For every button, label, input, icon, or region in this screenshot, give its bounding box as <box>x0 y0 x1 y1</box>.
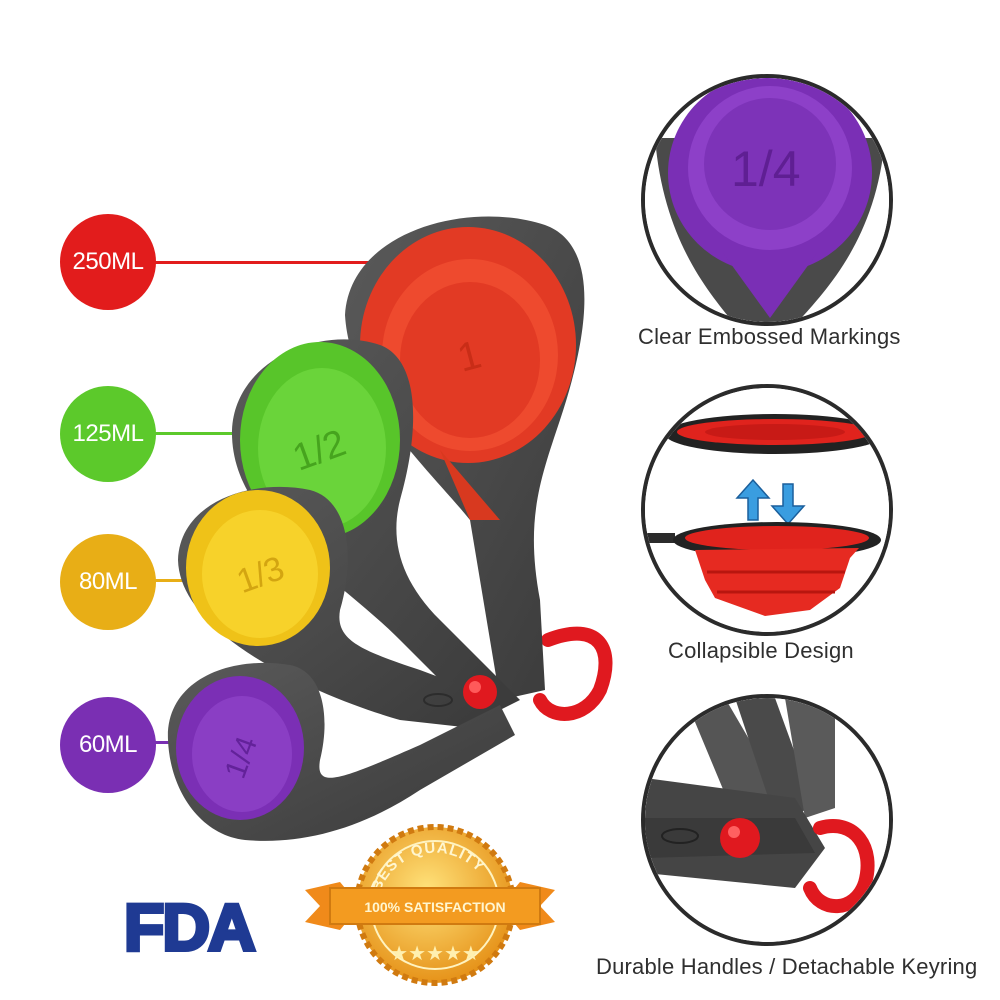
leader-line-250ml <box>150 261 412 264</box>
svg-text:FDA: FDA <box>124 890 254 960</box>
closeup-embossed-marking: 1/4 <box>641 74 893 326</box>
size-badge-250ml: 250ML <box>60 214 156 310</box>
size-badge-label: 125ML <box>72 420 144 447</box>
size-badge-label: 80ML <box>78 568 138 595</box>
feature-caption-collapsible: Collapsible Design <box>668 638 854 663</box>
svg-text:FDA: FDA <box>124 890 254 960</box>
keyring <box>533 626 613 721</box>
keyring-rivet <box>720 818 760 858</box>
size-badge-label: 250ML <box>72 248 144 275</box>
feature-caption-durable: Durable Handles / Detachable Keyring <box>596 954 978 979</box>
cup-80ml: 1/3 <box>178 486 500 730</box>
leader-line-80ml <box>150 579 192 582</box>
cup-250ml: 1 <box>345 216 585 700</box>
size-badge-label: 60ML <box>78 731 138 758</box>
measuring-cups-illustration: 1 1/2 1/3 1/4 <box>167 216 613 841</box>
closeup-keyring <box>641 694 893 946</box>
quality-seal: BEST QUALITY 100% SATISFACTION ★★★★★ <box>305 824 555 986</box>
svg-text:100% SATISFACTION: 100% SATISFACTION <box>364 899 505 915</box>
fda-logo: FDA FDA <box>122 890 258 960</box>
svg-text:★★★★★: ★★★★★ <box>390 941 480 965</box>
feature-caption-embossed: Clear Embossed Markings <box>638 324 901 349</box>
leader-line-125ml <box>150 432 244 435</box>
closeup-marking-text: 1/4 <box>731 141 801 197</box>
closeup-collapsible-design <box>641 384 893 636</box>
cup-60ml: 1/4 <box>167 662 515 841</box>
size-badge-80ml: 80ML <box>60 534 156 630</box>
leader-line-60ml <box>150 741 180 744</box>
size-badge-60ml: 60ML <box>60 697 156 793</box>
pivot-rivet <box>463 675 497 709</box>
size-badge-125ml: 125ML <box>60 386 156 482</box>
